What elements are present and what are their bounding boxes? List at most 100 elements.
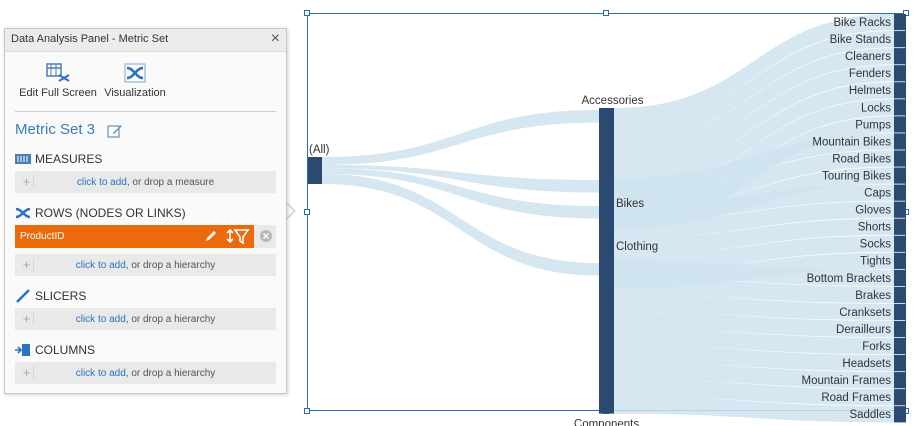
- node-bike-racks: [894, 14, 906, 31]
- link-accessories-fenders: [614, 65, 894, 176]
- node-saddles: [894, 406, 906, 423]
- add-column-icon[interactable]: +: [20, 366, 34, 379]
- link-bikes-road-bikes: [614, 150, 894, 212]
- sort-filter-icon[interactable]: [226, 228, 250, 245]
- resize-handle-top-left[interactable]: [304, 10, 310, 16]
- node-brakes: [894, 286, 906, 304]
- panel-title: Data Analysis Panel - Metric Set: [11, 33, 169, 45]
- edit-full-screen-label: Edit Full Screen: [19, 87, 97, 99]
- sankey-nodes: [308, 14, 906, 423]
- node-label-saddles: Saddles: [849, 409, 891, 421]
- node-components: [599, 261, 614, 414]
- node-label-road-bikes: Road Bikes: [832, 153, 891, 165]
- node-label-shorts: Shorts: [858, 222, 891, 234]
- add-row-icon[interactable]: +: [20, 258, 34, 271]
- node-cleaners: [894, 48, 906, 65]
- link-accessories-locks: [614, 99, 894, 210]
- link-accessories-bike-racks: [614, 14, 894, 125]
- drop-column-hint: , or drop a hierarchy: [125, 368, 216, 379]
- node-forks: [894, 337, 906, 355]
- row-field-productid[interactable]: ProductID: [15, 225, 276, 248]
- measures-drop-zone[interactable]: + click to add, or drop a measure: [15, 171, 276, 193]
- panel-header: Data Analysis Panel - Metric Set ×: [5, 29, 286, 52]
- node-label-cranksets: Cranksets: [839, 307, 891, 319]
- node-label-mountain-bikes: Mountain Bikes: [812, 136, 891, 148]
- link-root-accessories: [322, 110, 599, 165]
- drop-row-hint: , or drop a hierarchy: [125, 260, 216, 271]
- node-label-root: (All): [309, 144, 330, 156]
- node-label-gloves: Gloves: [855, 205, 891, 217]
- node-label-mountain-frames: Mountain Frames: [802, 375, 892, 387]
- node-cranksets: [894, 303, 906, 321]
- resize-handle-top[interactable]: [603, 10, 609, 16]
- node-fenders: [894, 65, 906, 82]
- link-components-saddles: [614, 396, 894, 423]
- node-bottom-brackets: [894, 269, 906, 286]
- add-measure-icon[interactable]: +: [20, 175, 34, 188]
- node-label-clothing: Clothing: [616, 241, 658, 253]
- link-components-forks: [614, 328, 894, 355]
- edit-full-screen-button[interactable]: Edit Full Screen: [19, 63, 97, 99]
- node-label-derailleurs: Derailleurs: [836, 324, 891, 336]
- add-slicer-icon[interactable]: +: [20, 312, 34, 325]
- slicers-drop-zone[interactable]: + click to add, or drop a hierarchy: [15, 308, 276, 330]
- link-components-mountain-frames: [614, 362, 894, 389]
- node-label-headsets: Headsets: [842, 358, 891, 370]
- slicers-section-header: SLICERS: [15, 288, 86, 303]
- link-components-cranksets: [614, 294, 894, 321]
- rows-label: ROWS (NODES OR LINKS): [35, 205, 186, 220]
- drop-slicer-hint: , or drop a hierarchy: [125, 314, 216, 325]
- node-headsets: [894, 355, 906, 372]
- node-caps: [894, 184, 906, 201]
- row-field-label: ProductID: [20, 231, 65, 242]
- rename-icon[interactable]: [107, 123, 123, 139]
- link-components-road-frames: [614, 379, 894, 406]
- node-locks: [894, 99, 906, 116]
- rows-section-header: ROWS (NODES OR LINKS): [15, 205, 186, 220]
- node-label-forks: Forks: [862, 341, 891, 353]
- measures-icon: [15, 153, 31, 164]
- link-clothing-caps: [614, 184, 894, 221]
- node-bike-stands: [894, 31, 906, 48]
- columns-drop-zone[interactable]: + click to add, or drop a hierarchy: [15, 362, 276, 384]
- node-road-frames: [894, 389, 906, 406]
- sankey-links: [322, 14, 894, 423]
- rows-drop-zone[interactable]: + click to add, or drop a hierarchy: [15, 254, 276, 276]
- link-accessories-bike-stands: [614, 31, 894, 142]
- node-helmets: [894, 82, 906, 99]
- visualization-icon: [124, 63, 146, 83]
- add-slicer-link[interactable]: click to add: [75, 314, 126, 325]
- link-components-brakes: [614, 277, 894, 304]
- link-clothing-shorts: [614, 218, 894, 255]
- node-label-helmets: Helmets: [849, 85, 891, 97]
- add-measure-link[interactable]: click to add: [76, 177, 127, 188]
- divider: [15, 111, 276, 112]
- data-analysis-panel: Data Analysis Panel - Metric Set × Edit …: [4, 28, 287, 394]
- node-label-bike-stands: Bike Stands: [830, 34, 892, 46]
- pencil-icon[interactable]: [203, 228, 219, 244]
- row-field-chip[interactable]: ProductID: [15, 225, 254, 248]
- node-label-tights: Tights: [860, 256, 891, 268]
- remove-icon[interactable]: [259, 229, 273, 243]
- node-label-touring-bikes: Touring Bikes: [822, 170, 891, 182]
- link-accessories-cleaners: [614, 48, 894, 159]
- node-label-fenders: Fenders: [849, 68, 891, 80]
- node-label-socks: Socks: [860, 239, 892, 251]
- close-icon[interactable]: ×: [270, 30, 280, 47]
- add-column-link[interactable]: click to add: [75, 368, 126, 379]
- resize-handle-left[interactable]: [304, 209, 310, 215]
- visualization-button[interactable]: Visualization: [103, 63, 167, 99]
- node-label-road-frames: Road Frames: [821, 392, 891, 404]
- node-label-bikes: Bikes: [616, 198, 644, 210]
- link-components-derailleurs: [614, 311, 894, 338]
- node-tights: [894, 252, 906, 269]
- node-pumps: [894, 116, 906, 133]
- node-label-locks: Locks: [861, 102, 891, 114]
- add-row-link[interactable]: click to add: [75, 260, 126, 271]
- node-label-accessories: Accessories: [582, 95, 644, 107]
- drop-measure-hint: , or drop a measure: [126, 177, 215, 188]
- node-label-pumps: Pumps: [855, 119, 891, 131]
- resize-handle-bottom-left[interactable]: [304, 408, 310, 414]
- slicers-icon: [16, 288, 30, 303]
- columns-label: COLUMNS: [35, 342, 96, 357]
